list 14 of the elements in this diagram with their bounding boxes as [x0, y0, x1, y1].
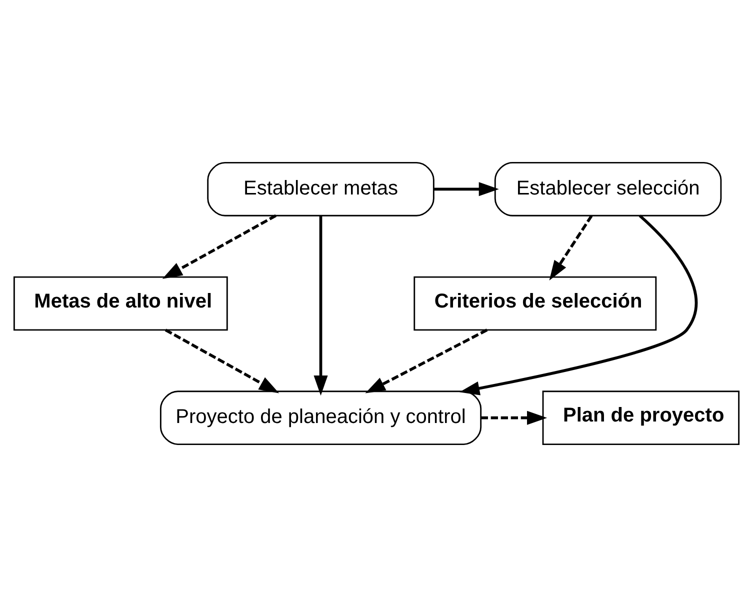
arrow: [365, 328, 488, 394]
arrow: [162, 214, 277, 279]
arrow: [480, 410, 548, 425]
node-box: Plan de proyecto: [542, 390, 740, 445]
arrow: [460, 214, 698, 396]
arrow: [314, 216, 328, 396]
node-box: Establecer metas: [207, 162, 434, 216]
node-box: Criterios de selección: [414, 276, 657, 331]
node-box: Metas de alto nivel: [13, 276, 228, 331]
arrow: [434, 182, 499, 196]
node-box: Establecer selección: [494, 162, 722, 216]
arrow: [549, 215, 593, 280]
node-box: Proyecto de planeación y control: [160, 390, 482, 445]
arrow: [164, 328, 280, 394]
